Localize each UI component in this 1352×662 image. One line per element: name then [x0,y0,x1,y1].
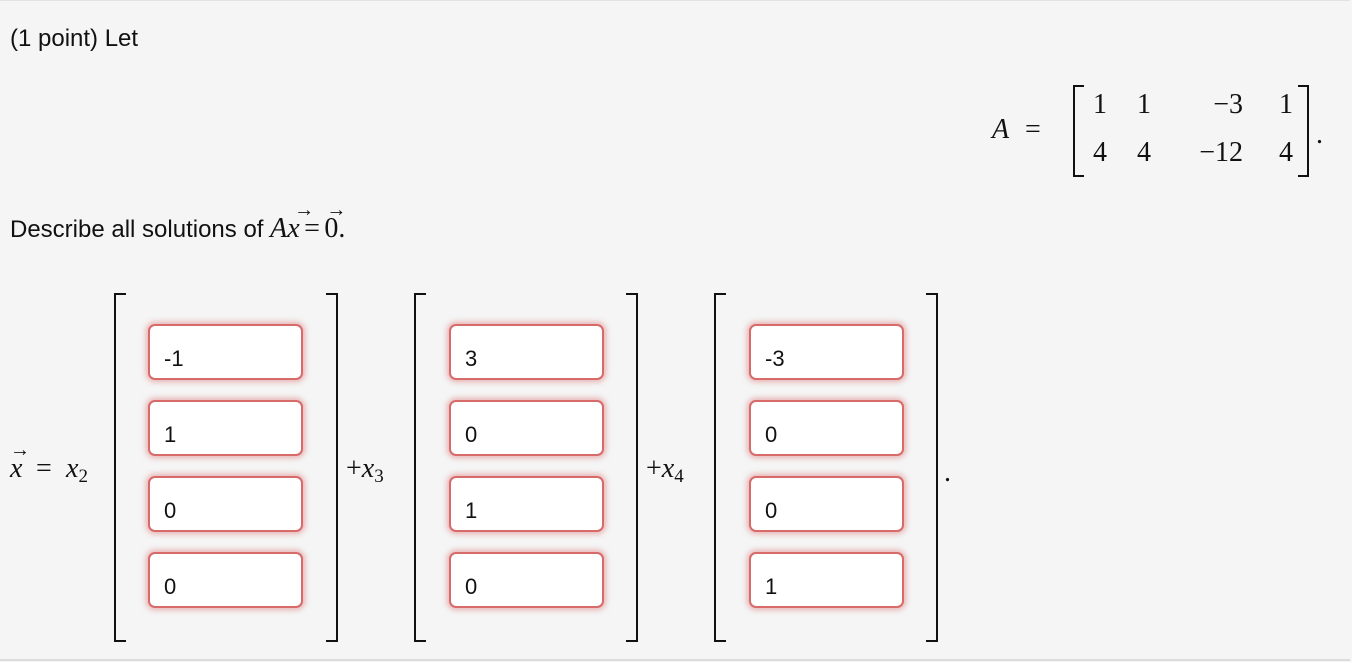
eq-rhs-text: 0 [324,213,339,244]
coef-var: x [361,453,375,484]
vector2-entry-1-input[interactable] [449,324,604,380]
vector-arrow-icon: → [294,199,315,221]
vector2-left-bracket [414,293,426,642]
matrix-a-cell: 4 [1279,137,1293,168]
matrix-a-cell: 4 [1093,137,1107,168]
vector2-entry-3-input[interactable] [449,476,604,532]
matrix-a-cell: 1 [1137,89,1151,120]
vector1-entry-1-input[interactable] [148,324,303,380]
vector1-entry-2-input[interactable] [148,400,303,456]
vector3-left-bracket [714,293,726,642]
eq-lhs: Ax→ [270,199,314,244]
coef-var: x [66,453,79,484]
matrix-a-cell: 1 [1279,89,1293,120]
eq-equals: = [304,213,320,244]
matrix-a-left-bracket [1073,85,1084,177]
describe-line: Describe all solutions of Ax→ = 0→. [10,199,346,245]
coef-sub: 4 [674,465,684,487]
matrix-a-cell: 4 [1137,137,1151,168]
problem-intro: (1 point) Let [10,25,139,52]
describe-text: Describe all solutions of [10,216,271,243]
solution-x-text: x [10,453,23,484]
matrix-a-period: . [1316,119,1323,150]
vector2-entry-4-input[interactable] [449,552,604,608]
vector1-entry-4-input[interactable] [148,552,303,608]
coef-x4: +x4 [646,453,684,490]
vector2-entry-2-input[interactable] [449,400,604,456]
vector2-right-bracket [626,293,638,642]
vector3-right-bracket [926,293,938,642]
coef-sub: 3 [374,465,384,487]
vector3-entry-3-input[interactable] [749,476,904,532]
coef-sub: 2 [78,465,88,487]
vector3-entry-4-input[interactable] [749,552,904,608]
coef-var: x [661,453,675,484]
solution-equals: = [36,453,52,484]
matrix-a-label: A [992,114,1010,145]
coef-x3: +x3 [346,453,384,490]
coef-plus: + [646,453,662,484]
matrix-a-equals: = [1025,114,1041,145]
matrix-a: 1 1 −3 1 4 4 −12 4 [1073,85,1309,177]
matrix-a-right-bracket [1298,85,1309,177]
solution-x: x → [10,439,30,485]
eq-lhs-text: Ax [270,213,300,244]
eq-period: . [338,213,346,244]
vector1-left-bracket [114,293,126,642]
vector-arrow-icon: → [10,439,30,461]
vector3-entry-2-input[interactable] [749,400,904,456]
eq-rhs: 0→ [324,199,346,244]
coef-plus: + [346,453,362,484]
vector1-right-bracket [326,293,338,642]
vector-arrow-icon: → [326,199,347,221]
solution-period: . [944,457,951,488]
matrix-a-cell: −3 [1213,89,1243,120]
matrix-a-cell: −12 [1199,137,1243,168]
coef-x2: x2 [66,453,88,490]
matrix-a-cell: 1 [1093,89,1107,120]
vector3-entry-1-input[interactable] [749,324,904,380]
vector1-entry-3-input[interactable] [148,476,303,532]
